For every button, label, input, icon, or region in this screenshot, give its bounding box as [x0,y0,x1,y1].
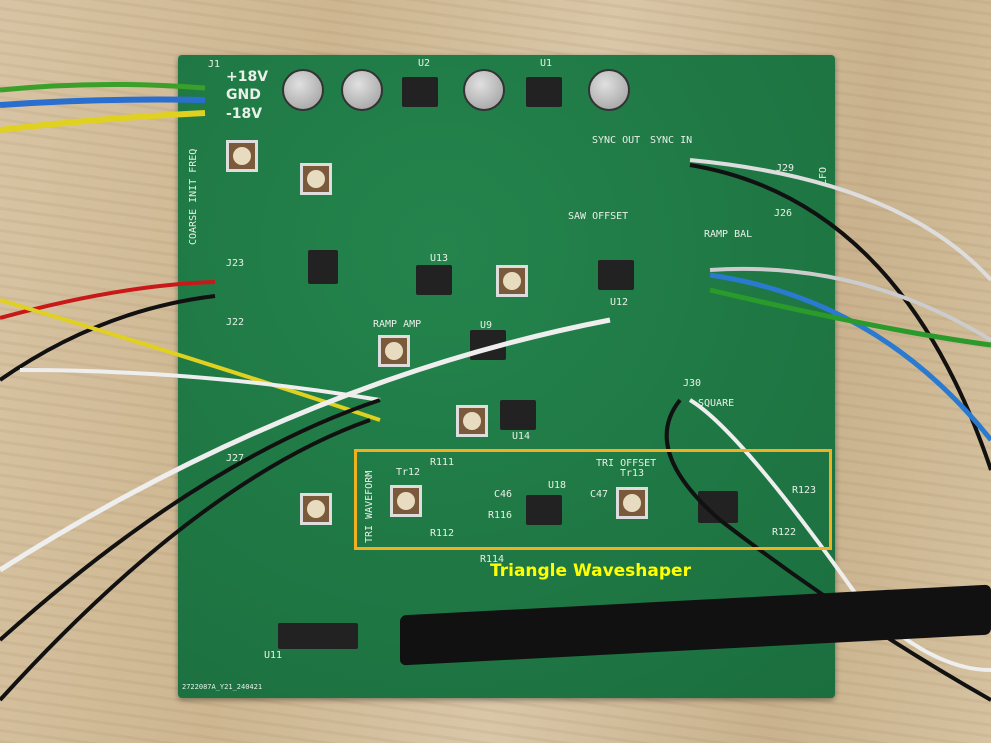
silk-board-id: 2722087A_Y21_240421 [182,683,263,691]
silk-c46: C46 [494,489,513,500]
silk-u1: U1 [540,58,553,69]
ic-u1 [526,77,562,107]
silk-u18: U18 [548,480,567,491]
silk-j1: J1 [208,59,221,70]
trimmer [300,163,332,195]
wire-white [688,398,991,672]
silk-j29: J29 [776,163,795,174]
silk-j30: J30 [683,378,702,389]
capacitor [282,69,324,111]
wire-green [709,287,991,348]
silk-u13: U13 [430,253,449,264]
trimmer-tr15 [378,335,410,367]
wire-blue [709,272,991,442]
silk-ramp-bal: RAMP BAL [704,229,753,240]
silk-r122: R122 [772,527,797,538]
silk-tr13: Tr13 [620,468,645,479]
silk-u14: U14 [512,431,531,442]
silk-square: SQUARE [698,398,735,409]
trimmer [300,493,332,525]
trimmer-tr5 [226,140,258,172]
wire-white [19,368,381,402]
capacitor [588,69,630,111]
wire-white [689,158,991,282]
annotation-box [354,449,832,550]
wire-blue [0,96,206,108]
silk-sync-in: SYNC IN [650,135,693,146]
silk-r111: R111 [430,457,455,468]
silk-j23: J23 [226,258,245,269]
silk-tri-offset: TRI OFFSET [596,458,657,469]
wire-green [0,81,206,93]
silk-r116: R116 [488,510,513,521]
ic-u13 [416,265,452,295]
annotation-label: Triangle Waveshaper [490,561,691,581]
silk-r114: R114 [480,554,505,565]
wire-black [0,294,216,382]
wire-yellow [0,110,206,133]
silk-r112: R112 [430,528,455,539]
wire-black [0,418,371,702]
ic [308,250,338,284]
ic-u18 [526,495,562,525]
silk-minus18: -18V [226,106,263,122]
silk-c47: C47 [590,489,609,500]
silk-gnd: GND [226,87,261,103]
ic-u2 [402,77,438,107]
silk-j27: J27 [226,453,245,464]
wire-black [0,398,381,642]
trimmer-tr10 [496,265,528,297]
trimmer-tr13 [616,487,648,519]
silk-r123: R123 [792,485,817,496]
silk-u9: U9 [480,320,493,331]
ic-u11 [278,623,358,649]
wire-yellow [0,298,381,422]
silk-saw-offset: SAW OFFSET [568,211,629,222]
wire-black [689,163,991,471]
silk-tr12: Tr12 [396,467,421,478]
silk-j26: J26 [774,208,793,219]
silk-ramp-amp: RAMP AMP [373,319,422,330]
wire-black [664,398,991,702]
silk-j22: J22 [226,317,245,328]
trimmer-tr12 [390,485,422,517]
silk-plus18: +18V [226,69,269,85]
capacitor [341,69,383,111]
wire-white [709,266,991,342]
capacitor [463,69,505,111]
wire-white [0,317,611,573]
ic-u12 [598,260,634,290]
silk-u12: U12 [610,297,629,308]
trimmer-tr11 [456,405,488,437]
silk-u2: U2 [418,58,431,69]
silk-sync-out: SYNC OUT [592,135,641,146]
silk-u11: U11 [264,650,283,661]
ic-u14 [500,400,536,430]
